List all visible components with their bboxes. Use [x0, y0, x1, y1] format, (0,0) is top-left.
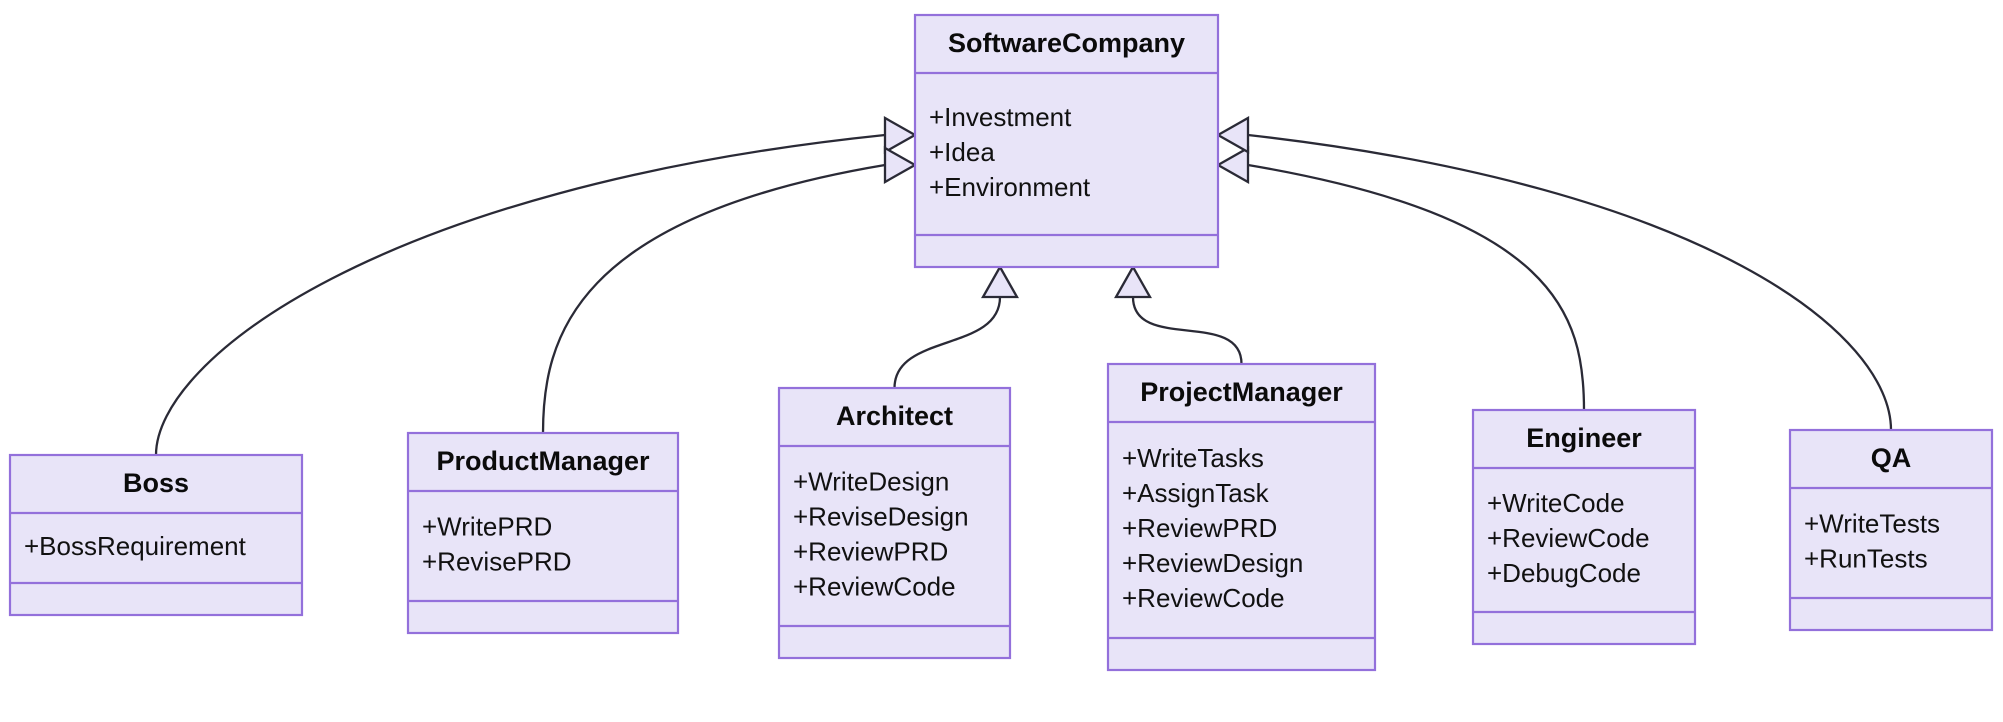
class-name-boss: Boss — [123, 468, 189, 498]
edge-project-manager-inheritance-arrowhead — [1114, 264, 1152, 299]
class-name-architect: Architect — [836, 401, 953, 431]
class-box-architect[interactable]: Architect +WriteDesign +ReviseDesign +Revie… — [777, 386, 1012, 660]
class-name-product-manager: ProductManager — [436, 446, 650, 476]
class-box-frame-engineer — [1471, 408, 1697, 646]
class-layer: SoftwareCompany +Investment +Idea +Environm… — [8, 13, 1994, 672]
class-member-engineer-0: +WriteCode — [1487, 488, 1625, 518]
class-member-product-manager-0: +WritePRD — [422, 511, 552, 541]
class-name-software-company: SoftwareCompany — [948, 28, 1185, 58]
class-member-engineer-1: +ReviewCode — [1487, 523, 1650, 553]
class-box-frame-software-company — [913, 13, 1220, 269]
edge-qa-line — [1247, 133, 1893, 431]
class-box-frame-boss — [8, 453, 304, 617]
class-box-frame-product-manager — [406, 431, 680, 635]
edge-engineer-inheritance-arrowhead — [1215, 146, 1250, 184]
class-box-frame-project-manager — [1106, 362, 1377, 672]
class-member-qa-0: +WriteTests — [1804, 508, 1940, 538]
edge-project-manager-line — [1131, 296, 1243, 365]
edge-product-manager-inheritance-arrowhead — [883, 146, 918, 184]
class-member-software-company-2: +Environment — [929, 172, 1091, 202]
edge-layer — [154, 116, 1893, 456]
class-member-product-manager-1: +RevisePRD — [422, 546, 572, 576]
class-box-frame-architect — [777, 386, 1012, 660]
class-member-project-manager-2: +ReviewPRD — [1122, 513, 1277, 543]
class-member-project-manager-4: +ReviewCode — [1122, 583, 1285, 613]
edge-qa — [1215, 116, 1893, 431]
edge-architect-inheritance-arrowhead — [981, 264, 1019, 299]
class-member-software-company-1: +Idea — [929, 137, 995, 167]
edge-qa-inheritance-arrowhead — [1215, 116, 1250, 154]
class-name-project-manager: ProjectManager — [1140, 377, 1343, 407]
edge-engineer-line — [1247, 163, 1586, 411]
class-box-frame-qa — [1788, 428, 1994, 632]
class-member-software-company-0: +Investment — [929, 102, 1072, 132]
class-box-boss[interactable]: Boss +BossRequirement — [8, 453, 304, 617]
edge-engineer — [1215, 146, 1586, 411]
class-member-architect-0: +WriteDesign — [793, 466, 949, 496]
class-box-project-manager[interactable]: ProjectManager +WriteTasks +AssignTask +Rev… — [1106, 362, 1377, 672]
class-member-project-manager-3: +ReviewDesign — [1122, 548, 1303, 578]
class-name-qa: QA — [1871, 443, 1912, 473]
class-box-engineer[interactable]: Engineer +WriteCode +ReviewCode +DebugCode — [1471, 408, 1697, 646]
edge-boss-inheritance-arrowhead — [883, 116, 918, 154]
edge-boss-line — [154, 133, 886, 456]
edge-product-manager-line — [541, 163, 886, 434]
class-member-boss-0: +BossRequirement — [24, 531, 247, 561]
class-member-architect-3: +ReviewCode — [793, 571, 956, 601]
class-member-qa-1: +RunTests — [1804, 543, 1928, 573]
class-box-qa[interactable]: QA +WriteTests +RunTests — [1788, 428, 1994, 632]
edge-boss — [154, 116, 918, 456]
edge-product-manager — [541, 146, 918, 434]
class-member-architect-1: +ReviseDesign — [793, 501, 969, 531]
class-box-product-manager[interactable]: ProductManager +WritePRD +RevisePRD — [406, 431, 680, 635]
class-box-software-company[interactable]: SoftwareCompany +Investment +Idea +Environm… — [913, 13, 1220, 269]
class-member-project-manager-0: +WriteTasks — [1122, 443, 1264, 473]
class-member-engineer-2: +DebugCode — [1487, 558, 1641, 588]
class-name-engineer: Engineer — [1526, 423, 1642, 453]
class-member-project-manager-1: +AssignTask — [1122, 478, 1270, 508]
edge-project-manager — [1114, 264, 1243, 365]
edge-architect — [893, 264, 1019, 389]
class-member-architect-2: +ReviewPRD — [793, 536, 948, 566]
edge-architect-line — [893, 296, 1002, 389]
